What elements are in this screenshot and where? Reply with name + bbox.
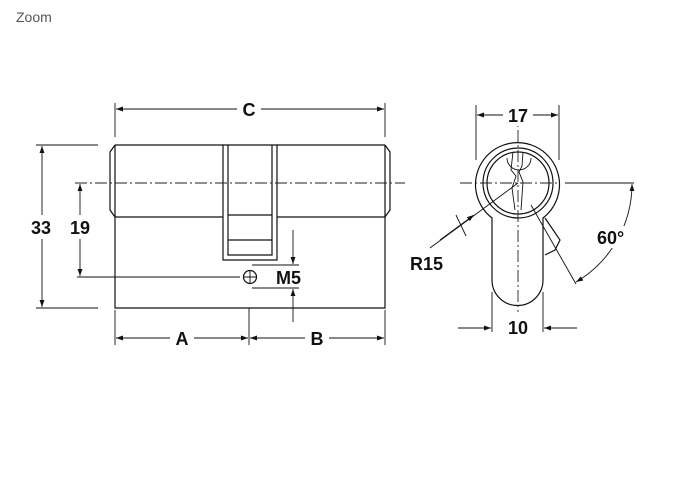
side-view: C 33 19 M5 A B: [28, 98, 405, 349]
dimension-c-label: C: [243, 100, 256, 120]
dimension-10-label: 10: [508, 318, 528, 338]
thread-m5-label: M5: [276, 268, 301, 288]
dimension-b-label: B: [311, 329, 324, 349]
dimension-19-label: 19: [70, 218, 90, 238]
radius-tick: [455, 214, 467, 237]
diameter-extension-lines: [475, 105, 560, 160]
radius-arrow: [439, 214, 475, 241]
angle-60-label: 60°: [597, 228, 624, 248]
angle-cam-line: [530, 204, 577, 285]
cam-slot: [222, 144, 278, 261]
dimension-17-label: 17: [508, 106, 528, 126]
dimension-a-label: A: [176, 329, 189, 349]
profile-outline: [474, 142, 561, 307]
radius-r15-label: R15: [410, 254, 443, 274]
dimension-33-label: 33: [31, 218, 51, 238]
cam-lever: [544, 217, 561, 256]
height-extension-lines: [36, 144, 98, 309]
zoom-title: Zoom: [16, 9, 52, 25]
keyway: [506, 151, 532, 211]
cylinder-body: [109, 144, 391, 309]
profile-width-extension-lines: [491, 292, 544, 332]
screw-hole-marks: [243, 264, 299, 289]
ab-extension-lines: [114, 308, 386, 345]
c-extension-lines: [114, 103, 386, 137]
front-view: 17 R15 10 60°: [410, 104, 635, 338]
